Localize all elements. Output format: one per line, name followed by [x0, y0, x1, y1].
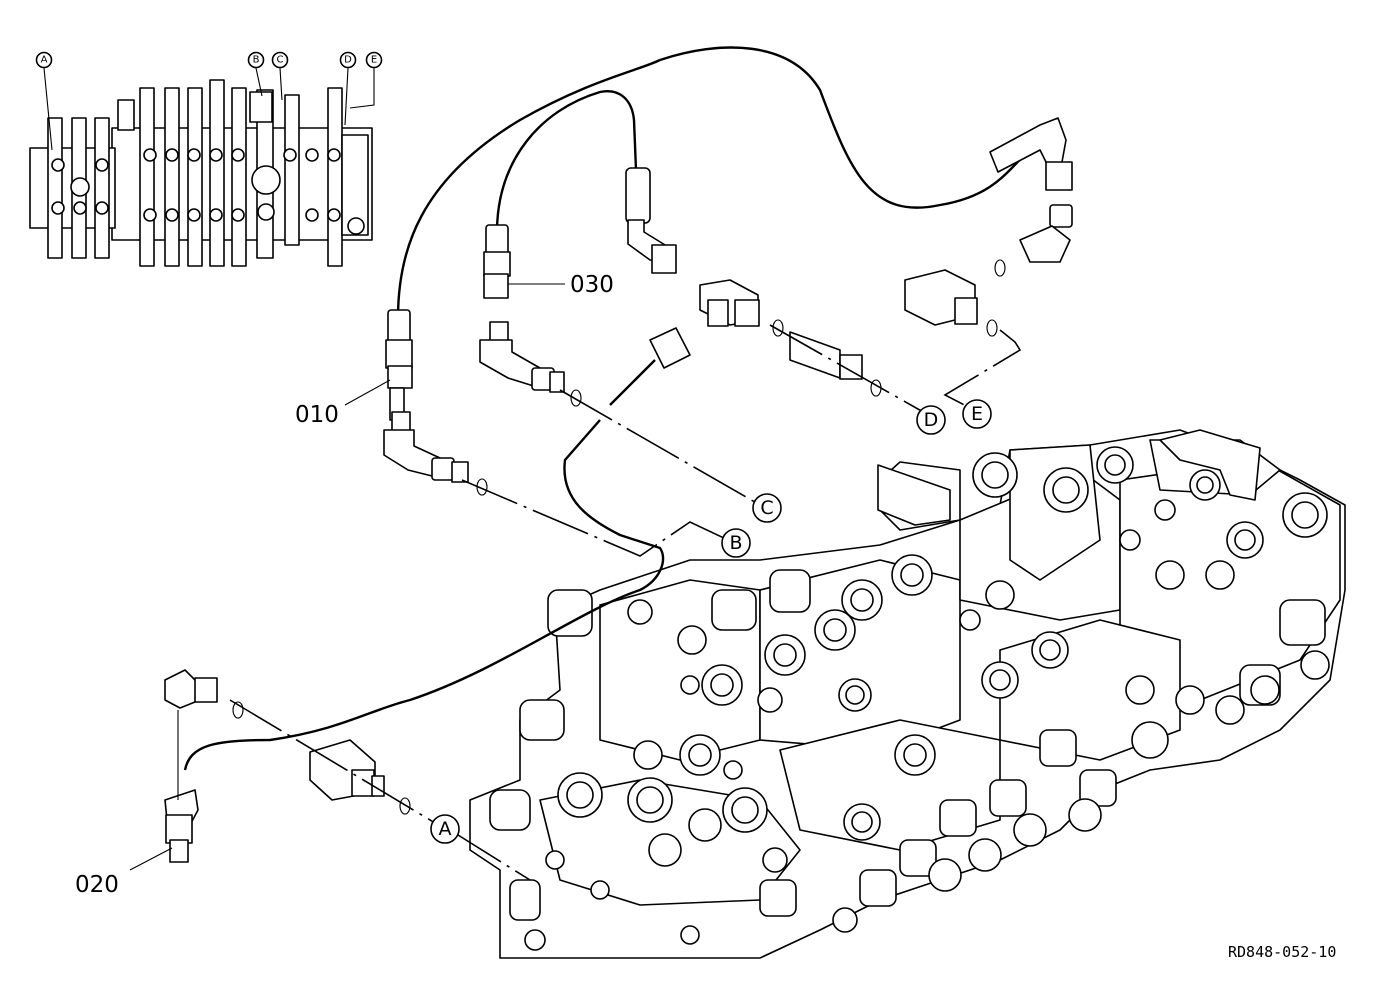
part-label-030: 030 [508, 272, 614, 298]
hose-010 [385, 46, 1041, 435]
callout-e-text: E [971, 403, 983, 425]
inset-valve-sections [47, 79, 369, 267]
callout-b-text: B [729, 532, 742, 554]
callout-c: C [752, 493, 782, 523]
part-label-010: 010 [295, 379, 391, 428]
hose-030 [483, 90, 638, 345]
reference-code: RD848-052-10 [1228, 943, 1336, 961]
elbow-fitting-c [479, 339, 582, 407]
callout-a-text: A [439, 818, 452, 840]
callout-b: B [721, 528, 751, 558]
inset-callout-b-text: B [253, 55, 260, 66]
callout-d: D [916, 405, 946, 435]
diagonal-adapter [609, 327, 691, 406]
inset-callout-a-text: A [41, 55, 48, 66]
tee-fitting [699, 279, 784, 337]
callout-a: A [430, 814, 460, 844]
swivel-fitting-e [904, 117, 1073, 337]
valve-spools [489, 569, 1326, 921]
valve-ports [524, 446, 1330, 951]
inset-callout-c-text: C [277, 55, 284, 66]
center-lines [177, 324, 1022, 881]
inset-leader-lines [43, 67, 375, 151]
inset-valve-overview: A B C D E [29, 51, 383, 267]
callout-e: E [962, 399, 992, 429]
control-valve-block [469, 429, 1346, 959]
callout-d-text: D [924, 409, 939, 431]
hose-to-tee [625, 167, 677, 274]
adapter-a [309, 739, 411, 815]
callout-c-text: C [760, 497, 773, 519]
inset-callout-e-text: E [371, 55, 377, 66]
inset-callout-a: A [35, 51, 53, 69]
part-label-020-text: 020 [75, 872, 119, 898]
part-label-030-text: 030 [570, 272, 614, 298]
inset-callout-d: D [339, 51, 357, 69]
part-label-010-text: 010 [295, 402, 339, 428]
adapter-d [789, 259, 1006, 397]
hose-020 [164, 419, 665, 863]
inset-ports [51, 148, 365, 235]
elbow-fitting-b [383, 429, 488, 496]
part-label-020: 020 [75, 847, 173, 898]
inset-callout-c: C [271, 51, 289, 69]
inset-callout-b: B [247, 51, 265, 69]
inset-callout-d-text: D [344, 55, 352, 66]
inset-callout-e: E [365, 51, 383, 69]
